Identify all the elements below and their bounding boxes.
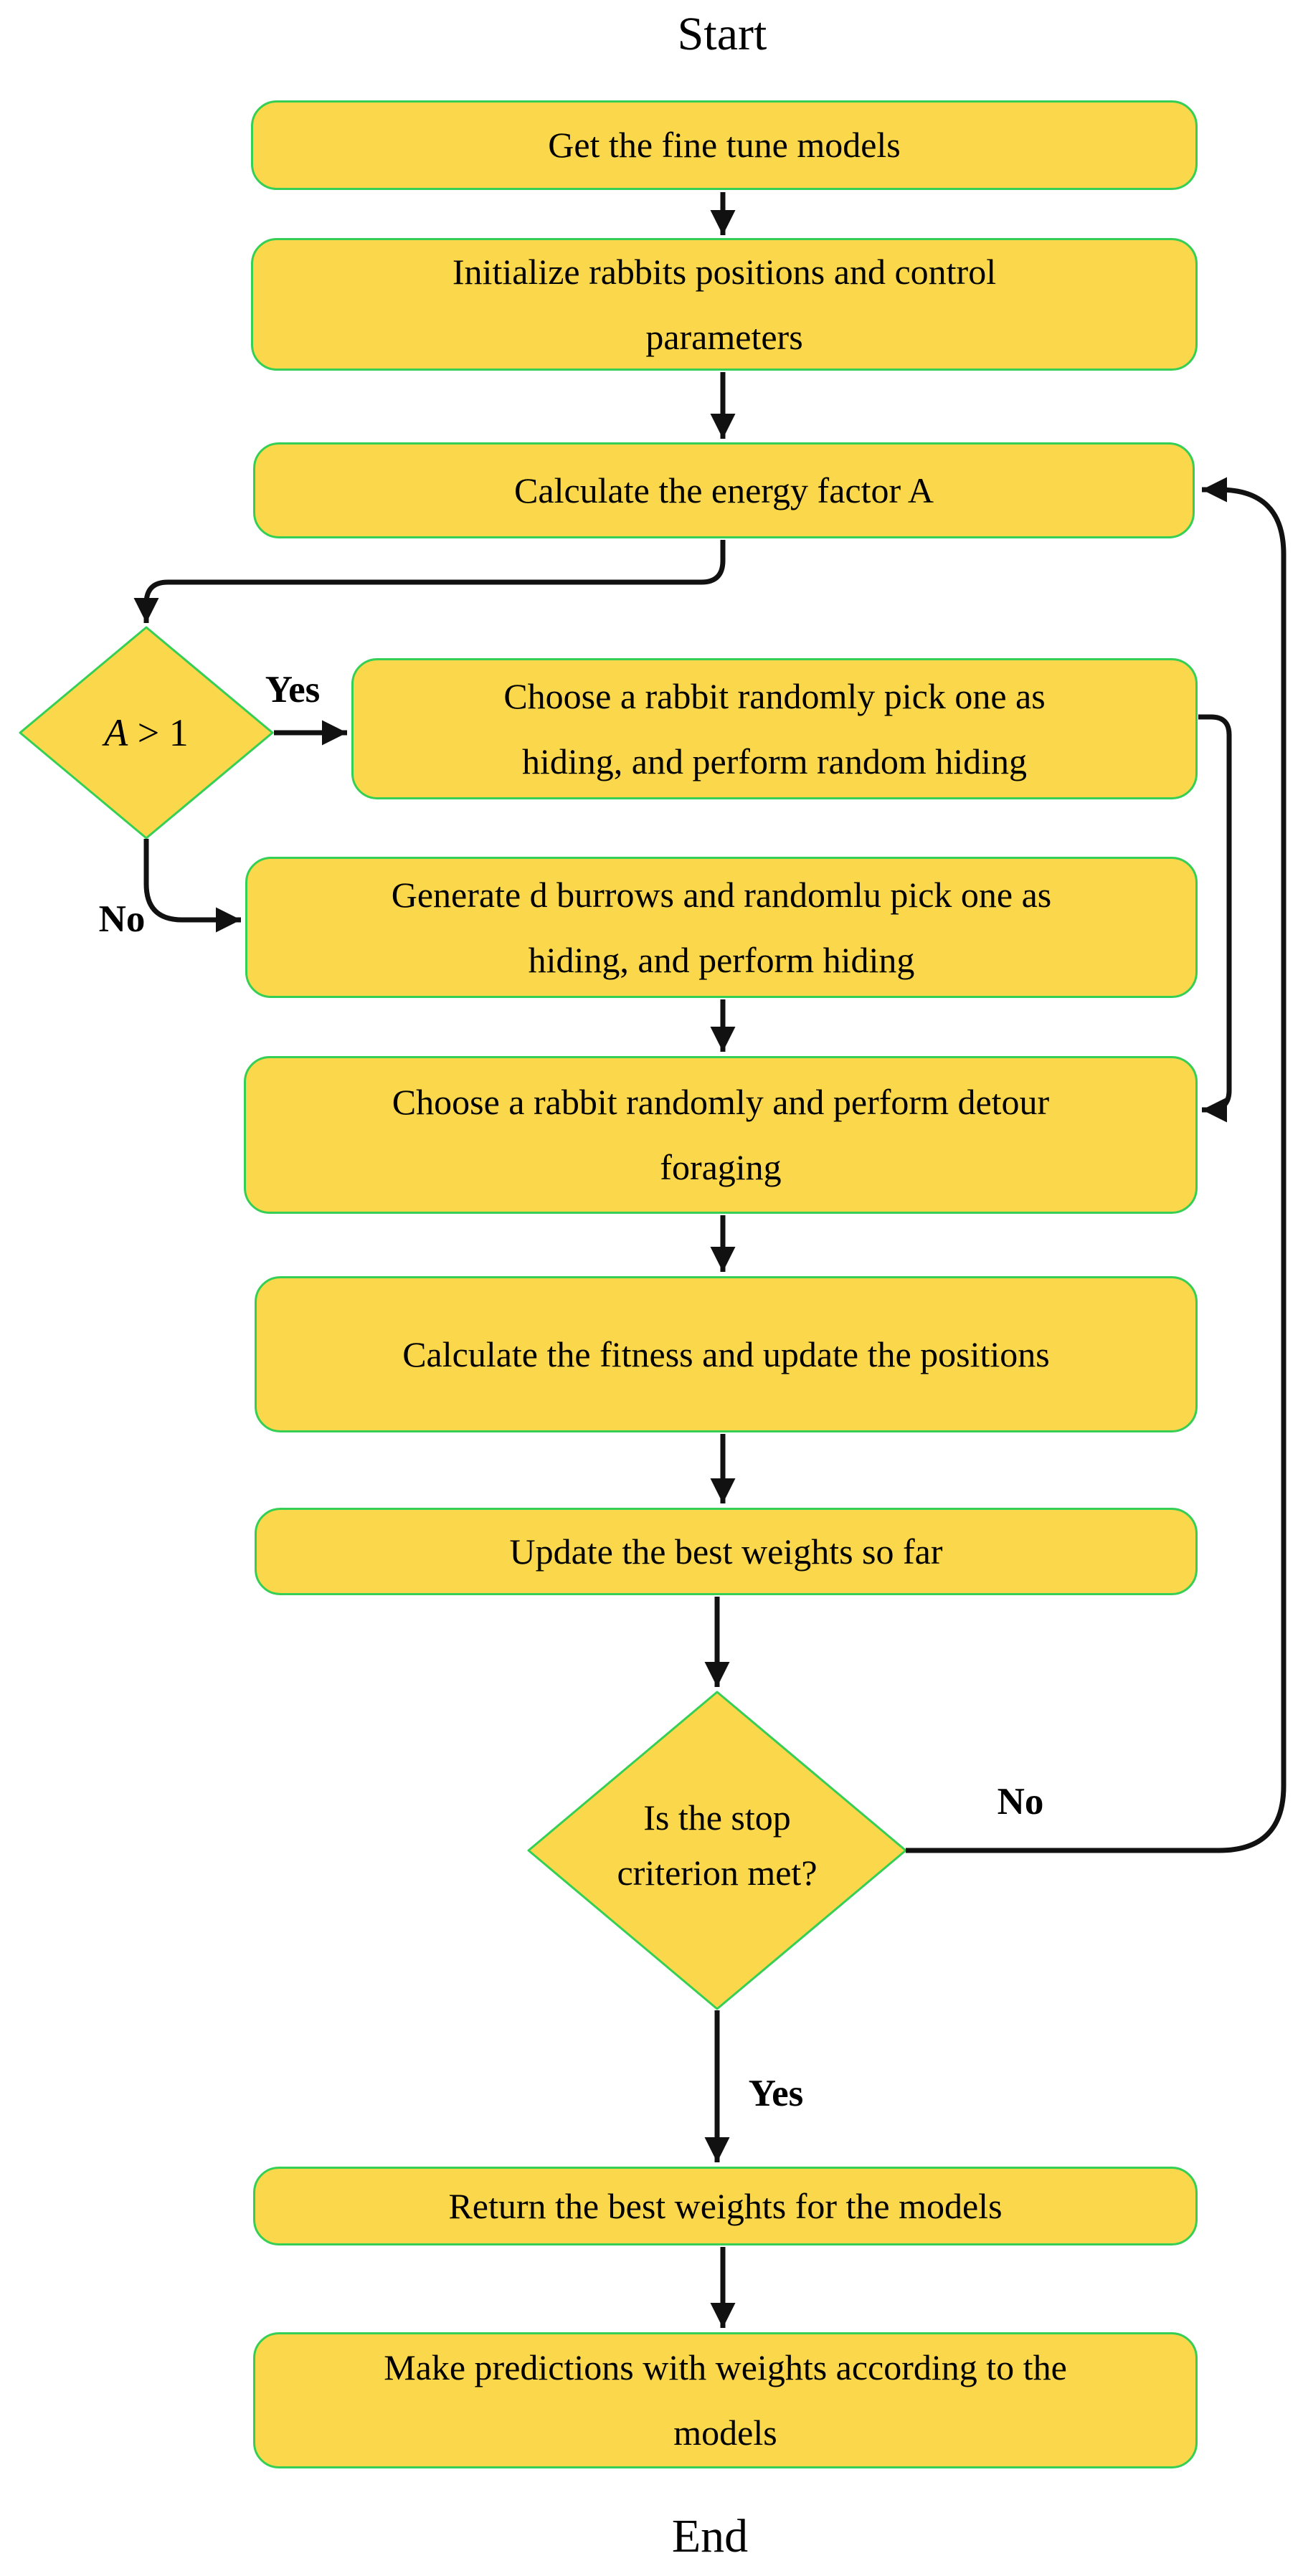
edge-stop-no-loop-to-energy xyxy=(906,477,1287,1853)
yes-branch-label: Yes xyxy=(265,669,321,710)
edge-decision-no-to-burrows xyxy=(143,839,241,933)
node-calculate-energy-factor: Calculate the energy factor A xyxy=(253,442,1195,538)
node-initialize-rabbits: Initialize rabbits positions and control… xyxy=(251,238,1198,371)
end-label: End xyxy=(671,2510,749,2562)
decision-a-gt-1-shape xyxy=(19,626,274,840)
no-branch-label: No xyxy=(98,898,146,940)
stop-yes-label: Yes xyxy=(748,2073,804,2114)
decision-stop-criterion-label: Is the stop criterion met? xyxy=(617,1797,818,1893)
node-return-best-weights: Return the best weights for the models xyxy=(253,2167,1198,2245)
node-random-hiding: Choose a rabbit randomly pick one as hid… xyxy=(351,658,1198,799)
node-calculate-fitness: Calculate the fitness and update the pos… xyxy=(255,1276,1198,1432)
node-generate-burrows: Generate d burrows and randomlu pick one… xyxy=(245,857,1198,998)
node-update-best-weights: Update the best weights so far xyxy=(255,1508,1198,1595)
edge-randomhiding-to-detour xyxy=(1198,714,1232,1123)
node-get-fine-tune-models: Get the fine tune models xyxy=(251,100,1198,190)
node-detour-foraging: Choose a rabbit randomly and perform det… xyxy=(244,1056,1198,1214)
start-label: Start xyxy=(677,8,767,60)
node-make-predictions: Make predictions with weights according … xyxy=(253,2332,1198,2468)
stop-no-label: No xyxy=(997,1781,1044,1822)
edge-energy-to-decision xyxy=(133,540,726,623)
decision-a-gt-1-label: A > 1 xyxy=(104,711,189,754)
decision-stop-criterion-shape xyxy=(527,1691,907,2010)
